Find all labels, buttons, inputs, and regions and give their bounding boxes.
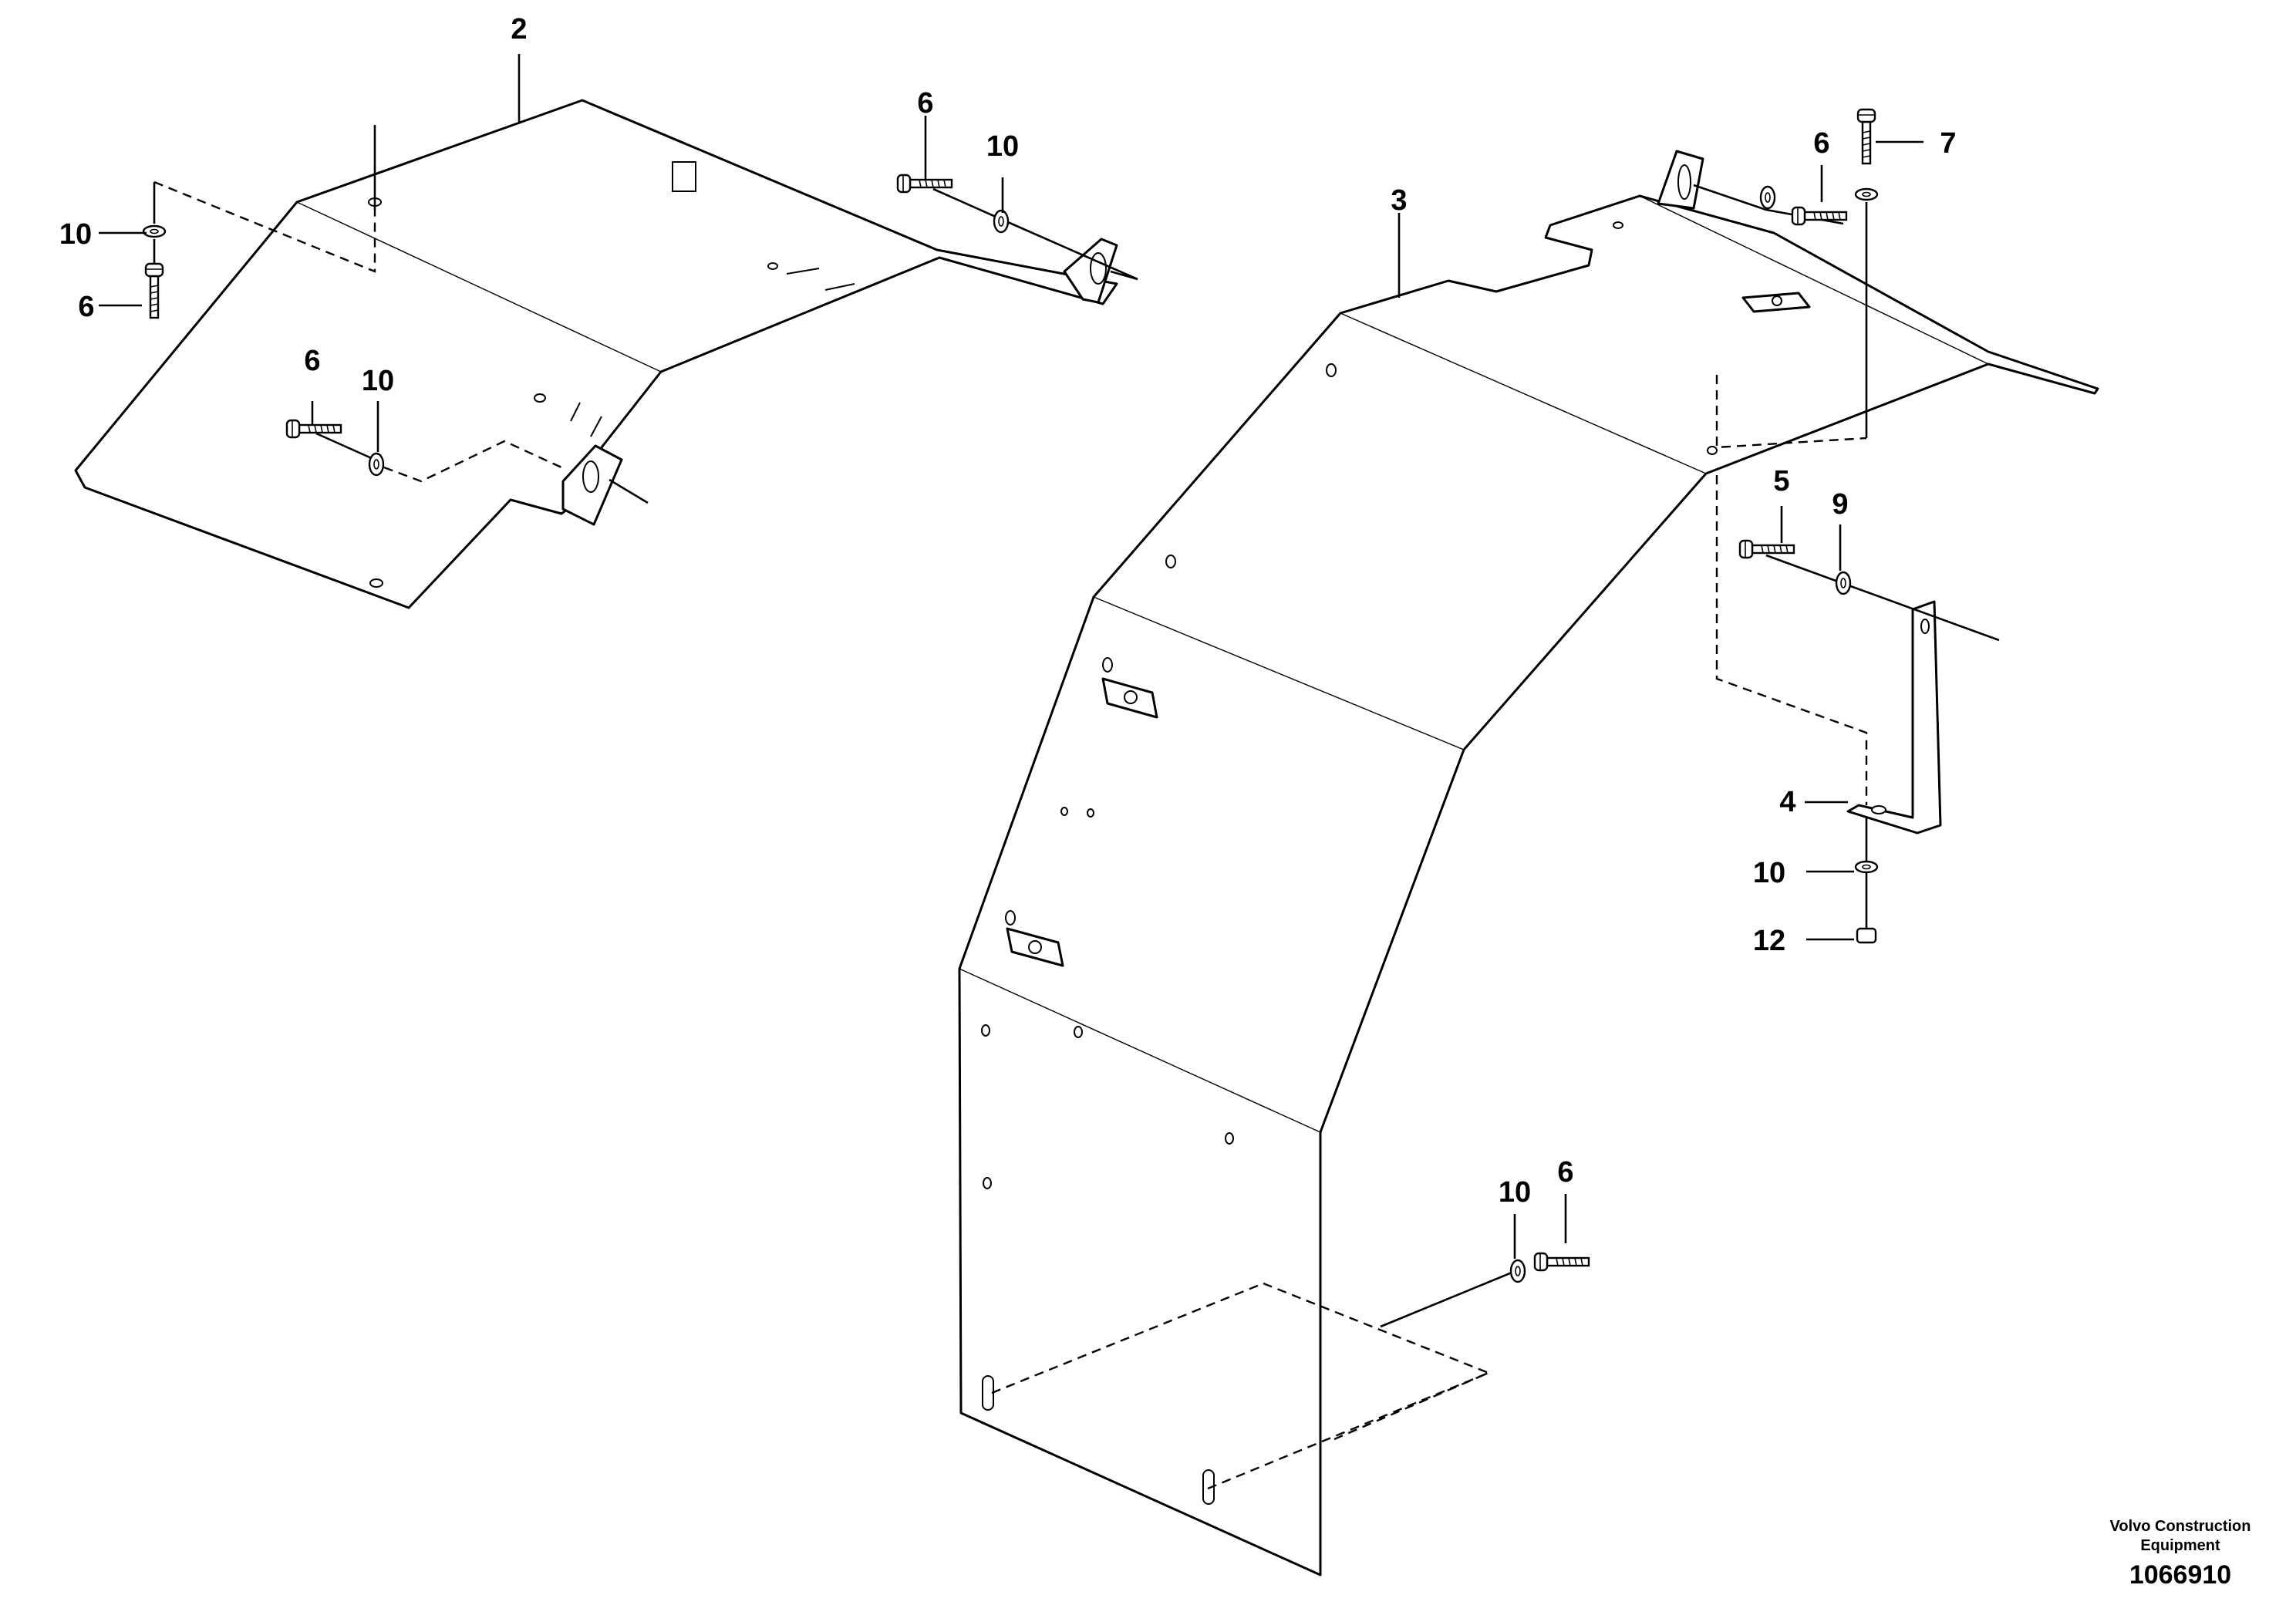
callout-3: 3 [1391,184,1407,217]
callout-5: 5 [1773,465,1789,497]
callout-10-bottom: 10 [1499,1176,1531,1209]
callout-10-mid-left: 10 [362,365,394,397]
part-2-cover-plate [74,99,1118,609]
callout-7: 7 [1940,127,1956,160]
callout-10-right: 10 [1753,857,1785,889]
part-3-fender-cover [958,150,2099,1576]
publisher-credit: Volvo Construction Equipment 1066910 [2110,1518,2251,1590]
drawing-number: 1066910 [2129,1560,2231,1590]
credit-line-2: Equipment [2140,1537,2220,1554]
callout-6-top-right: 6 [1813,127,1829,160]
part-3-hardware [991,108,2000,1490]
callout-12: 12 [1753,925,1785,957]
callout-4: 4 [1779,786,1795,818]
callout-leaders [99,54,1923,1259]
nut-icon [1856,927,1877,944]
callout-6-top-center: 6 [917,87,933,120]
callout-labels: 2 3 4 5 6 6 6 6 6 7 9 10 10 10 10 10 12 [59,13,1957,1209]
credit-line-1: Volvo Construction [2110,1518,2251,1535]
callout-10-left: 10 [59,218,92,251]
callout-6-bottom: 6 [1557,1156,1573,1189]
callout-6-left: 6 [78,291,94,323]
part-2-hardware [142,125,1138,504]
callout-10-top-center: 10 [986,130,1019,163]
callout-6-mid-left: 6 [304,345,320,377]
callout-9: 9 [1832,488,1848,521]
callout-2: 2 [511,13,527,46]
clip-nut-icon [672,161,696,192]
